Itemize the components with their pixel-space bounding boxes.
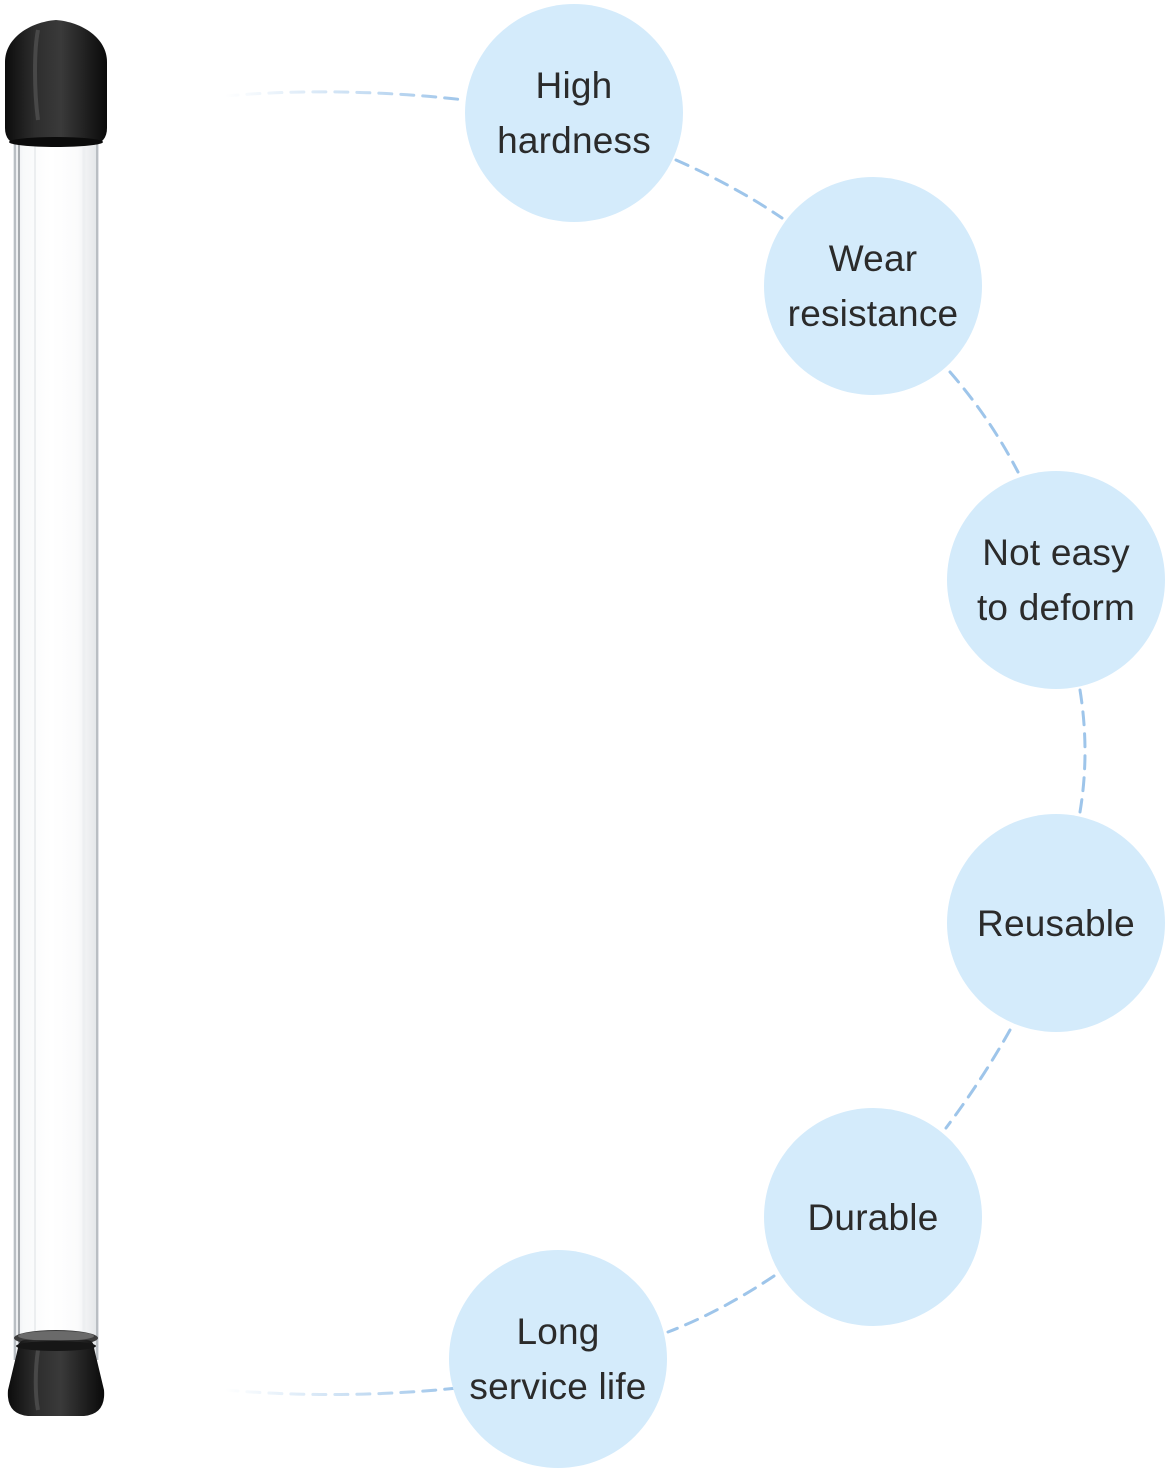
feature-reusable: Reusable [947, 814, 1165, 1032]
feature-not-easy-to-deform: Not easy to deform [947, 471, 1165, 689]
feature-circles [449, 4, 1165, 1468]
feature-durable: Durable [764, 1108, 982, 1326]
feature-label: Wear resistance [787, 238, 959, 334]
circle-long-service-life [449, 1250, 667, 1468]
feature-label: Not easy to deform [976, 532, 1136, 628]
circle-wear-resistance [764, 177, 982, 395]
dashed-connector [223, 90, 1087, 1397]
feature-label: Reusable [977, 902, 1135, 944]
tube-body [13, 120, 99, 1360]
feature-label: Durable [807, 1196, 939, 1238]
circle-reusable [947, 814, 1165, 1032]
bottom-end-cap [7, 1340, 105, 1416]
top-end-cap [5, 20, 107, 145]
feature-label: Long service life [469, 1311, 647, 1407]
circle-durable [764, 1108, 982, 1326]
feature-high-hardness: High hardness [465, 4, 683, 222]
circle-high-hardness [465, 4, 683, 222]
feature-wear-resistance: Wear resistance [764, 177, 982, 395]
circle-not-easy-to-deform [947, 471, 1165, 689]
feature-long-service-life: Long service life [449, 1250, 667, 1468]
product-tube-image [5, 20, 107, 1416]
feature-label: High hardness [497, 65, 651, 161]
